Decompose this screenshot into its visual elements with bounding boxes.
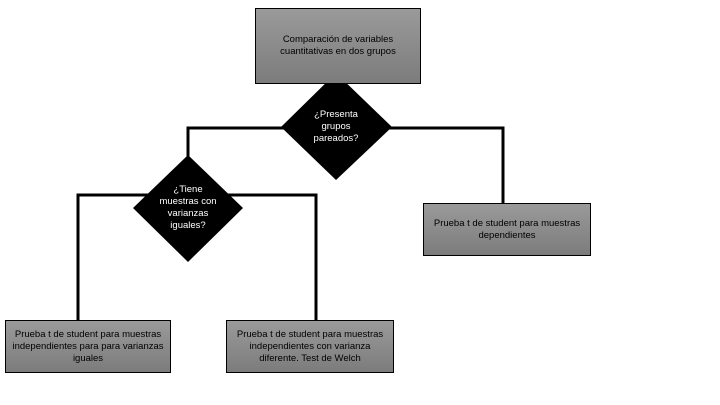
result-equal-variance-node: Prueba t de student para muestras indepe… (5, 320, 171, 373)
result-welch-node: Prueba t de student para muestras indepe… (226, 320, 394, 373)
decision-variance-label: ¿Tiene muestras con varianzas iguales? (159, 184, 217, 231)
start-node: Comparación de variables cuantitativas e… (255, 8, 421, 84)
decision-paired-diamond (281, 73, 392, 180)
result-dependent-node: Prueba t de student para muestras depend… (423, 203, 591, 256)
decision-variance-diamond (133, 155, 243, 262)
decision-paired-label: ¿Presenta grupos pareados? (313, 109, 359, 144)
